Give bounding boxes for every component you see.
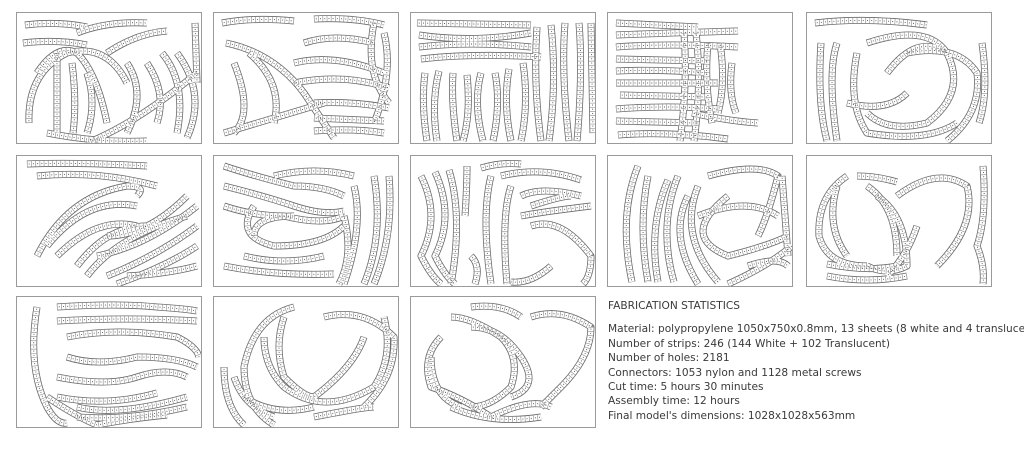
strip-layout <box>22 19 201 143</box>
strip-layout <box>30 301 201 427</box>
sheet-1 <box>16 12 202 144</box>
strip-layout <box>815 165 988 285</box>
stat-connectors: Connectors: 1053 nylon and 1128 metal sc… <box>608 366 862 379</box>
strip-layout <box>417 160 595 286</box>
fabrication-statistics: FABRICATION STATISTICS Material: polypro… <box>608 299 1024 423</box>
stat-dimensions: Final model's dimensions: 1028x1028x563m… <box>608 409 856 422</box>
strip-layout <box>220 303 398 427</box>
strip-layout <box>416 19 595 142</box>
sheet-2 <box>213 12 399 144</box>
strip-layout <box>622 164 792 286</box>
stat-holes: Number of holes: 2181 <box>608 352 730 365</box>
sheet-4 <box>607 12 793 144</box>
strip-layout <box>424 302 595 423</box>
sheet-3 <box>410 12 596 144</box>
sheet-8 <box>410 155 596 287</box>
stat-assembly-time: Assembly time: 12 hours <box>608 395 740 408</box>
stat-strips: Number of strips: 246 (144 White + 102 T… <box>608 337 890 350</box>
strip-layout <box>221 15 392 140</box>
strip-layout <box>26 159 200 286</box>
strip-layout <box>814 16 989 143</box>
sheet-6 <box>16 155 202 287</box>
sheet-10 <box>806 155 992 287</box>
stats-title: FABRICATION STATISTICS <box>608 300 741 312</box>
sheet-12 <box>213 296 399 428</box>
sheet-11 <box>16 296 202 428</box>
sheet-9 <box>607 155 793 287</box>
strip-layout <box>222 162 394 286</box>
strip-layout <box>615 19 759 143</box>
sheet-7 <box>213 155 399 287</box>
sheet-13 <box>410 296 596 428</box>
sheet-5 <box>806 12 992 144</box>
stat-cut-time: Cut time: 5 hours 30 minutes <box>608 381 764 394</box>
stat-material: Material: polypropylene 1050x750x0.8mm, … <box>608 323 1024 336</box>
